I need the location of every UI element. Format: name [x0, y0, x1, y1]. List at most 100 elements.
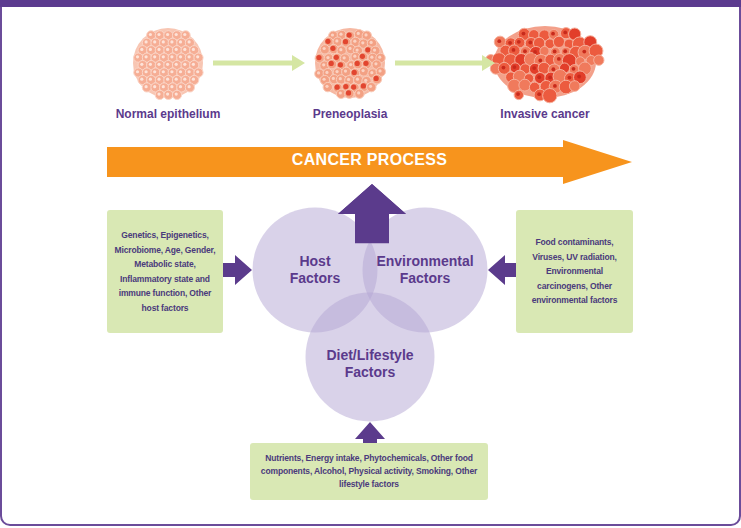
cell-nucleus — [145, 55, 148, 58]
flow-arrow — [338, 184, 406, 236]
cell-nucleus — [563, 31, 567, 35]
cell — [594, 55, 604, 65]
cell-nucleus — [153, 85, 156, 88]
cell-nucleus — [166, 92, 169, 95]
cell-nucleus — [162, 85, 165, 88]
cell — [142, 83, 151, 92]
cell-nucleus — [378, 69, 381, 72]
stage-illustration: Normal epithelium — [123, 25, 213, 123]
cell-nucleus — [551, 32, 555, 36]
stage-illustration: Preneoplasia — [305, 25, 395, 123]
cell-nucleus — [373, 48, 376, 51]
flow-arrow — [395, 55, 495, 71]
stage-label: Normal epithelium — [116, 107, 221, 122]
cell-nucleus — [317, 71, 320, 74]
cell-nucleus — [347, 78, 350, 81]
cell — [367, 82, 376, 91]
cell-nucleus — [553, 84, 557, 88]
cell-nucleus — [179, 40, 182, 43]
cell-nucleus — [188, 70, 191, 73]
cell-nucleus — [192, 48, 195, 51]
cell-cluster — [486, 26, 604, 103]
cell-nucleus — [145, 40, 148, 43]
cell-nucleus — [370, 71, 373, 74]
stage-illustration: Invasive cancer — [495, 25, 595, 123]
cell-nucleus — [343, 84, 348, 89]
cell-nucleus — [170, 55, 173, 58]
cell-nucleus — [538, 59, 542, 63]
cell-nucleus — [153, 40, 156, 43]
factor-list-box: Nutrients, Energy intake, Phytochemicals… — [250, 443, 488, 500]
cell-nucleus — [136, 55, 139, 58]
flow-arrow — [355, 422, 385, 443]
cell-nucleus — [192, 78, 195, 81]
cell-nucleus — [361, 41, 364, 44]
cell — [327, 60, 336, 69]
cluster-backdrop — [133, 28, 203, 98]
cell-nucleus — [370, 41, 373, 44]
cell-nucleus — [153, 70, 156, 73]
cell-nucleus — [370, 56, 373, 59]
cell-nucleus — [363, 61, 368, 66]
cell-nucleus — [378, 56, 381, 59]
cell-nucleus — [175, 78, 178, 81]
cell — [514, 90, 523, 99]
cell — [164, 90, 173, 99]
cell-nucleus — [353, 55, 356, 58]
cell-cluster — [315, 28, 386, 98]
cell-nucleus — [361, 83, 366, 88]
cell-nucleus — [149, 33, 152, 36]
cell-nucleus — [512, 48, 516, 52]
cell — [519, 79, 531, 91]
cell-nucleus — [357, 91, 360, 94]
cell-nucleus — [140, 63, 143, 66]
cell-nucleus — [537, 75, 541, 79]
cell-nucleus — [149, 48, 152, 51]
cell-nucleus — [335, 70, 338, 73]
cell — [155, 90, 164, 99]
cell-nucleus — [166, 78, 169, 81]
cell-nucleus — [179, 85, 182, 88]
cell-nucleus — [323, 47, 326, 50]
cell — [553, 36, 564, 47]
stage-label: Preneoplasia — [313, 107, 388, 122]
cell — [172, 90, 181, 99]
cell-nucleus — [170, 40, 173, 43]
cell-nucleus — [351, 84, 356, 89]
cell-nucleus — [344, 70, 347, 73]
cell-nucleus — [183, 78, 186, 81]
cell-nucleus — [563, 49, 567, 53]
cell — [569, 81, 580, 92]
cell-nucleus — [188, 55, 191, 58]
cell-nucleus — [145, 70, 148, 73]
circle-fill — [306, 293, 435, 422]
cell-nucleus — [166, 48, 169, 51]
arrow-fill — [107, 140, 632, 184]
cell-nucleus — [140, 78, 143, 81]
cell-nucleus — [145, 85, 148, 88]
cell-nucleus — [166, 33, 169, 36]
cell-nucleus — [325, 71, 328, 74]
cell-nucleus — [582, 50, 586, 54]
cell-nucleus — [533, 50, 537, 54]
cluster-backdrop — [494, 26, 596, 98]
cell-nucleus — [361, 69, 364, 72]
cell-nucleus — [175, 92, 178, 95]
process-label: CANCER PROCESS — [107, 147, 632, 173]
cell-nucleus — [502, 66, 506, 70]
process-arrow: CANCER PROCESS — [107, 140, 632, 184]
cell-illustrations — [133, 26, 604, 103]
cell-nucleus — [179, 70, 182, 73]
cell-nucleus — [517, 40, 521, 44]
cell-nucleus — [497, 39, 501, 43]
cell-nucleus — [369, 85, 372, 88]
cell-cluster — [133, 28, 203, 99]
cell-nucleus — [192, 63, 195, 66]
factor-list: Genetics, Epigenetics, Microbiome, Age, … — [111, 228, 219, 315]
cell-nucleus — [357, 32, 360, 35]
cell-nucleus — [188, 40, 191, 43]
cell-nucleus — [343, 39, 348, 44]
cell-nucleus — [136, 70, 139, 73]
